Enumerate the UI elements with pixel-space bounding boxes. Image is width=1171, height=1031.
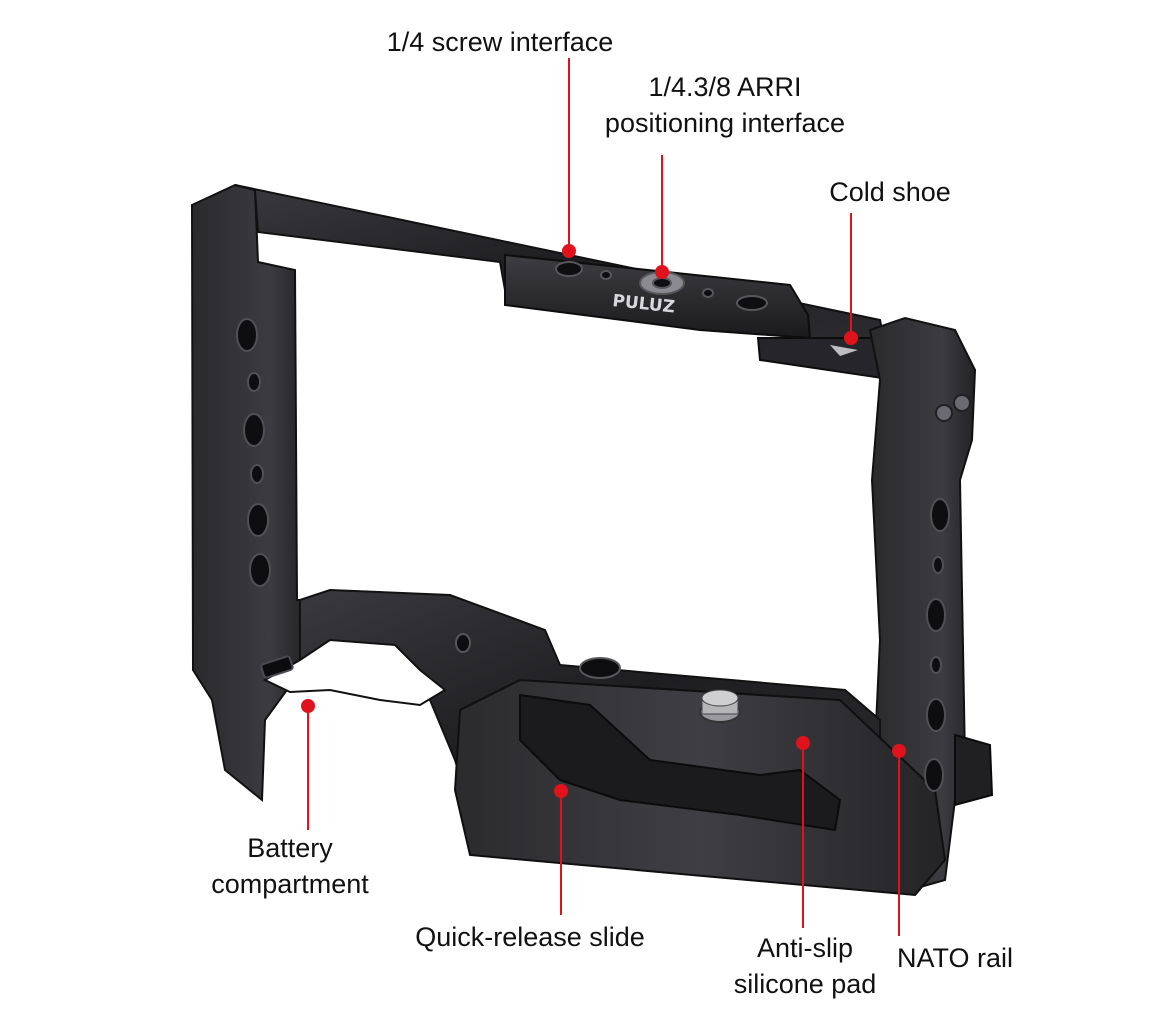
nato-rail-body: [954, 733, 994, 807]
nato-dot: [892, 744, 906, 758]
arri-dot: [655, 265, 669, 279]
cold-shoe-arrow-icon: [830, 345, 858, 356]
anti-slip-label: Anti-slip silicone pad: [733, 933, 877, 999]
battery-slot: [260, 655, 294, 679]
screw-interface-label: 1/4 screw interface: [386, 27, 614, 57]
battery-cutout: [262, 638, 447, 707]
right-arm-holes: [924, 498, 950, 792]
base-holes: [455, 633, 621, 679]
cold-shoe-dot: [844, 331, 858, 345]
nato-rail-label: NATO rail: [896, 943, 1013, 973]
grip-bolts: [935, 394, 971, 422]
battery-dot: [301, 699, 315, 713]
top-plate-holes: [555, 261, 768, 311]
left-arm-holes: [236, 318, 271, 587]
battery-compartment-label: Battery compartment: [211, 833, 369, 899]
cold-shoe-block: [756, 337, 884, 380]
arri-interface-label: 1/4.3/8 ARRI positioning interface: [604, 72, 846, 138]
cold-shoe-label: Cold shoe: [829, 177, 951, 207]
screw-dot: [562, 244, 576, 258]
tripod-screw: [699, 689, 741, 723]
quick-release-label: Quick-release slide: [415, 922, 645, 952]
callout-leaders: [301, 58, 906, 936]
quick-release-dot: [554, 784, 568, 798]
anti-slip-dot: [796, 736, 810, 750]
cage-body: PULUZ: [190, 183, 994, 897]
clamp-rail: [519, 693, 842, 832]
